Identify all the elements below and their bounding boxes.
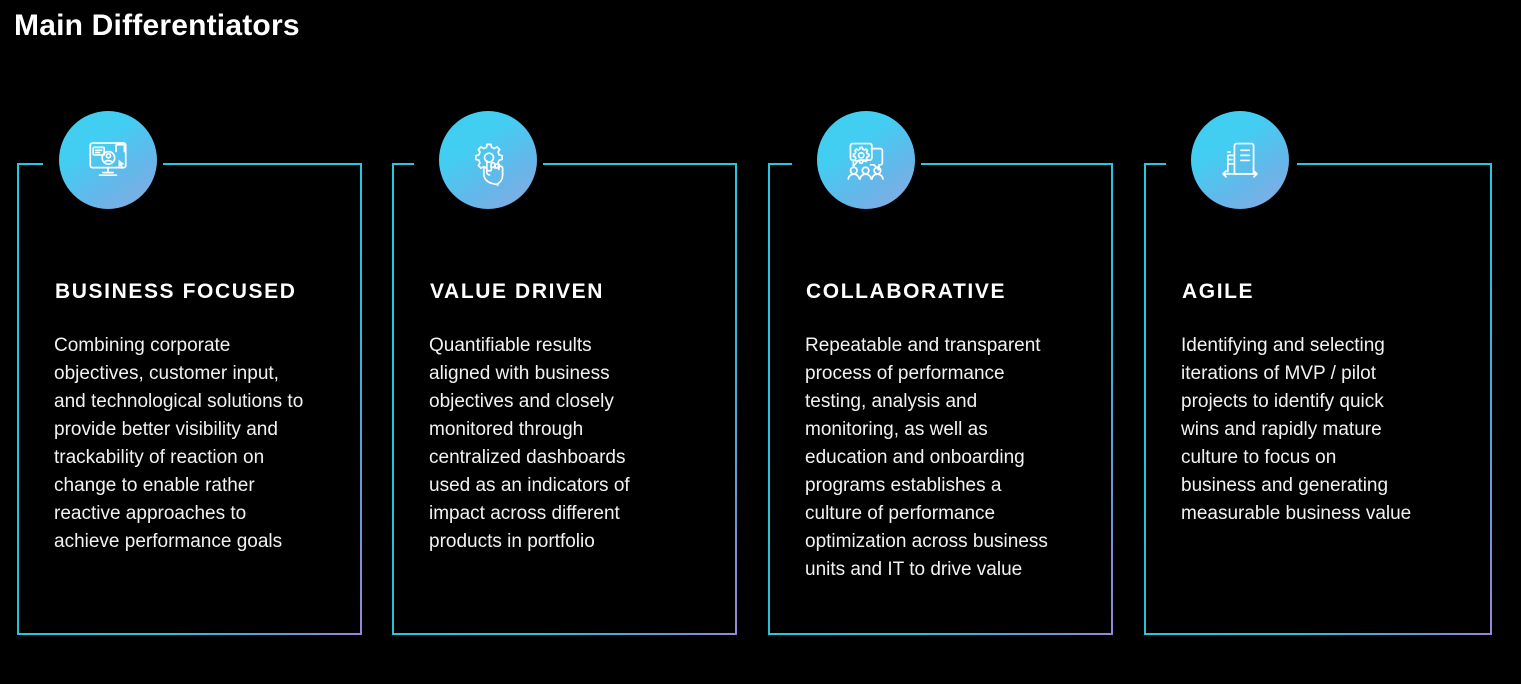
- differentiator-card: COLLABORATIVE Repeatable and transparent…: [768, 111, 1113, 635]
- card-border-bottom: [1144, 633, 1492, 635]
- card-heading: COLLABORATIVE: [806, 280, 1007, 303]
- differentiator-card: AGILE Identifying and selecting iteratio…: [1144, 111, 1492, 635]
- card-border-left: [1144, 163, 1146, 635]
- card-body: Combining corporate objectives, customer…: [54, 335, 304, 552]
- card-border-left: [17, 163, 19, 635]
- differentiator-card: VALUE DRIVEN Quantifiable results aligne…: [392, 111, 737, 635]
- card-border-left: [392, 163, 394, 635]
- card-body: Repeatable and transparent process of pe…: [805, 335, 1048, 580]
- card-heading: BUSINESS FOCUSED: [55, 280, 297, 303]
- card-border-top: [543, 163, 737, 165]
- page-title: Main Differentiators: [14, 9, 300, 42]
- card-border-right: [360, 163, 362, 635]
- card-body: Quantifiable results aligned with busine…: [429, 335, 630, 552]
- chat-gear-people-icon: [817, 111, 915, 209]
- monitor-user-cursor-icon: [59, 111, 157, 209]
- card-border-bottom: [17, 633, 362, 635]
- card-border-top: [163, 163, 362, 165]
- card-border-top-stub: [17, 163, 43, 165]
- document-iteration-arrows-icon: [1191, 111, 1289, 209]
- card-border-left: [768, 163, 770, 635]
- differentiator-card-row: BUSINESS FOCUSED Combining corporate obj…: [0, 105, 1521, 650]
- card-border-top-stub: [768, 163, 792, 165]
- card-heading: VALUE DRIVEN: [430, 280, 604, 303]
- card-border-right: [1111, 163, 1113, 635]
- card-border-top: [1297, 163, 1492, 165]
- card-body: Identifying and selecting iterations of …: [1181, 335, 1412, 524]
- card-border-right: [1490, 163, 1492, 635]
- gear-hand-tap-icon: [439, 111, 537, 209]
- card-border-top-stub: [392, 163, 414, 165]
- card-border-right: [735, 163, 737, 635]
- differentiator-card: BUSINESS FOCUSED Combining corporate obj…: [17, 111, 362, 635]
- card-border-top-stub: [1144, 163, 1166, 165]
- card-border-bottom: [392, 633, 737, 635]
- card-border-top: [921, 163, 1113, 165]
- card-heading: AGILE: [1182, 280, 1255, 303]
- card-border-bottom: [768, 633, 1113, 635]
